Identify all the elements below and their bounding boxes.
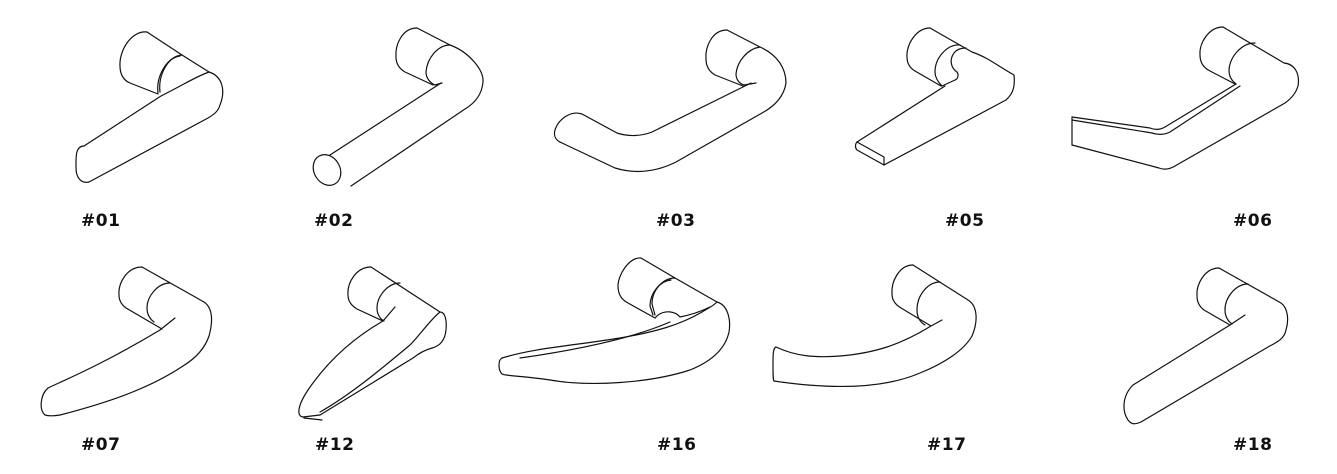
lever-handle-06-icon (1071, 26, 1300, 170)
handle-item-03[interactable]: #03 (540, 0, 810, 240)
handle-label-16: #16 (657, 435, 697, 455)
handle-item-06[interactable]: #06 (1060, 0, 1337, 240)
lever-handle-02-icon (312, 27, 484, 187)
handle-label-03: #03 (656, 211, 696, 231)
lever-handle-12-icon (298, 266, 447, 421)
handle-label-18: #18 (1233, 435, 1273, 455)
handle-label-06: #06 (1233, 211, 1273, 231)
handle-label-17: #17 (927, 435, 967, 455)
handle-item-18[interactable]: #18 (1100, 250, 1337, 474)
lever-handle-03-icon (553, 29, 787, 172)
handle-item-01[interactable]: #01 (0, 0, 260, 240)
handle-label-02: #02 (314, 211, 354, 231)
handle-label-12: #12 (315, 435, 355, 455)
handle-item-17[interactable]: #17 (760, 250, 1020, 474)
handle-label-07: #07 (81, 435, 121, 455)
lever-handle-17-icon (772, 264, 977, 387)
handle-item-02[interactable]: #02 (290, 0, 530, 240)
handle-label-05: #05 (945, 211, 985, 231)
lever-handle-16-icon (498, 257, 731, 385)
handle-label-01: #01 (81, 211, 121, 231)
handle-item-05[interactable]: #05 (840, 0, 1040, 240)
handle-item-16[interactable]: #16 (480, 250, 760, 474)
lever-handle-05-icon (854, 27, 1015, 166)
lever-handle-01-icon (75, 31, 224, 183)
lever-handle-07-icon (40, 266, 213, 417)
handle-item-12[interactable]: #12 (280, 250, 480, 474)
handle-item-07[interactable]: #07 (0, 250, 240, 474)
lever-handle-18-icon (1123, 267, 1289, 425)
